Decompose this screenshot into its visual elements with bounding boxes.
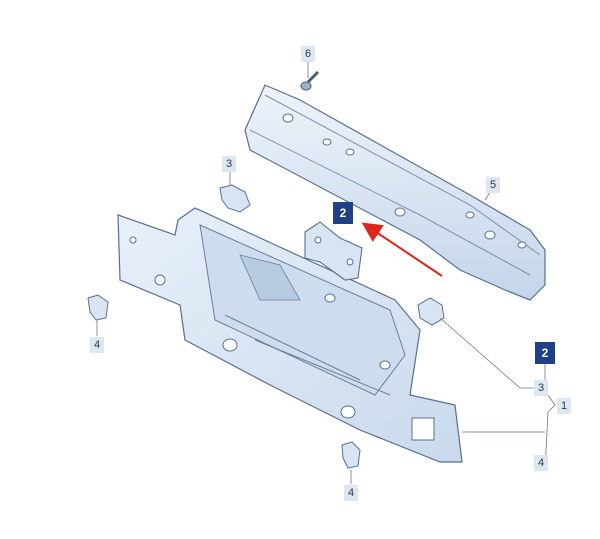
clip-bottom [341, 441, 361, 469]
clip-right [417, 297, 445, 326]
highlight-arrow [361, 222, 443, 277]
clip-top-left [219, 184, 251, 213]
callout-legend-nut: 4 [534, 455, 548, 471]
bracket-part-2 [304, 221, 363, 281]
callout-clip-top-left: 3 [222, 156, 236, 172]
callout-legend-assembly: 1 [557, 398, 571, 414]
callout-legend-clip: 3 [534, 380, 548, 396]
callout-clip-bottom: 4 [344, 485, 358, 501]
callout-legend-kit: 2 [535, 342, 555, 364]
screw-part-6 [300, 70, 320, 91]
rear-crossmember [244, 84, 546, 301]
clip-left [87, 294, 109, 321]
rear-floor-panel [117, 207, 463, 463]
callout-crossmember: 5 [486, 177, 500, 193]
callout-screw: 6 [301, 46, 315, 62]
callout-clip-left: 4 [90, 337, 104, 353]
callout-bracket-highlighted: 2 [333, 202, 353, 224]
